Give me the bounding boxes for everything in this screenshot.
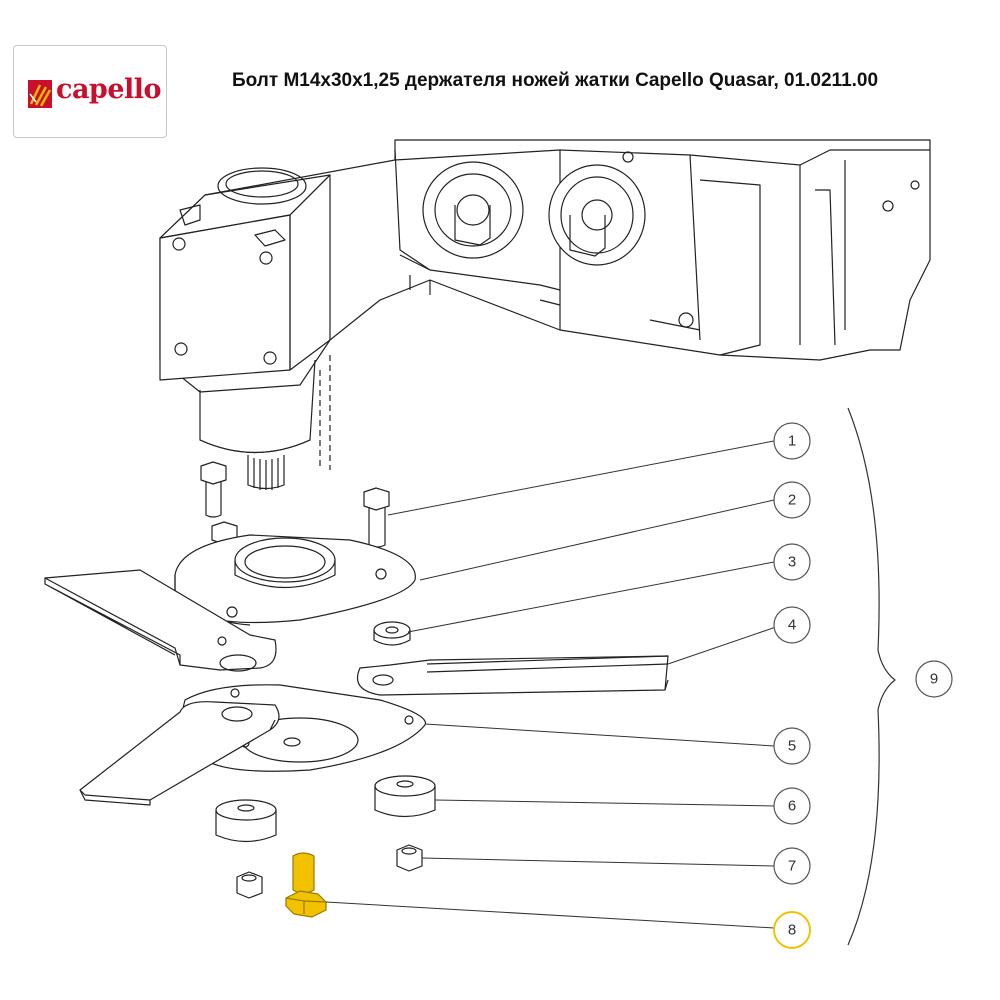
svg-text:5: 5 bbox=[788, 738, 796, 755]
svg-text:6: 6 bbox=[788, 798, 796, 815]
page-title: Болт М14х30х1,25 держателя ножей жатки C… bbox=[232, 70, 879, 91]
leader-line-1 bbox=[387, 440, 775, 516]
callout-3: 3 bbox=[773, 543, 811, 581]
leader-line-3 bbox=[407, 561, 775, 633]
flange-item-2 bbox=[174, 534, 416, 626]
leader-line-2 bbox=[419, 499, 775, 581]
svg-text:3: 3 bbox=[788, 554, 796, 571]
damper-item-6 bbox=[215, 775, 436, 843]
callout-8-highlighted: 8 bbox=[773, 911, 811, 949]
gearbox-housing bbox=[159, 139, 931, 490]
callout-6: 6 bbox=[773, 787, 811, 825]
callout-5: 5 bbox=[773, 727, 811, 765]
group-brace bbox=[847, 407, 896, 946]
spacer-item-3 bbox=[373, 621, 411, 646]
leader-line-8 bbox=[325, 901, 775, 929]
leader-line-5 bbox=[424, 723, 775, 747]
leader-line-4 bbox=[667, 626, 777, 665]
callout-9: 9 bbox=[915, 660, 953, 698]
bolt-item-8-highlighted bbox=[285, 852, 327, 918]
capello-mark-icon bbox=[28, 80, 52, 108]
svg-text:4: 4 bbox=[788, 617, 796, 634]
svg-text:1: 1 bbox=[788, 433, 796, 450]
logo-text: capello bbox=[56, 74, 162, 105]
svg-text:2: 2 bbox=[788, 492, 796, 509]
logo: capello bbox=[13, 45, 167, 138]
svg-text:9: 9 bbox=[930, 671, 938, 688]
blade-left-lower bbox=[79, 701, 280, 806]
callout-4: 4 bbox=[773, 606, 811, 644]
nut-item-7 bbox=[236, 844, 423, 899]
callout-1: 1 bbox=[773, 422, 811, 460]
knife-item-4 bbox=[356, 655, 669, 696]
blade-left-upper bbox=[44, 569, 277, 672]
leader-line-7 bbox=[421, 857, 775, 867]
svg-text:8: 8 bbox=[788, 922, 796, 939]
leader-line-6 bbox=[434, 799, 775, 807]
svg-text:7: 7 bbox=[788, 858, 796, 875]
callout-7: 7 bbox=[773, 847, 811, 885]
callout-2: 2 bbox=[773, 481, 811, 519]
